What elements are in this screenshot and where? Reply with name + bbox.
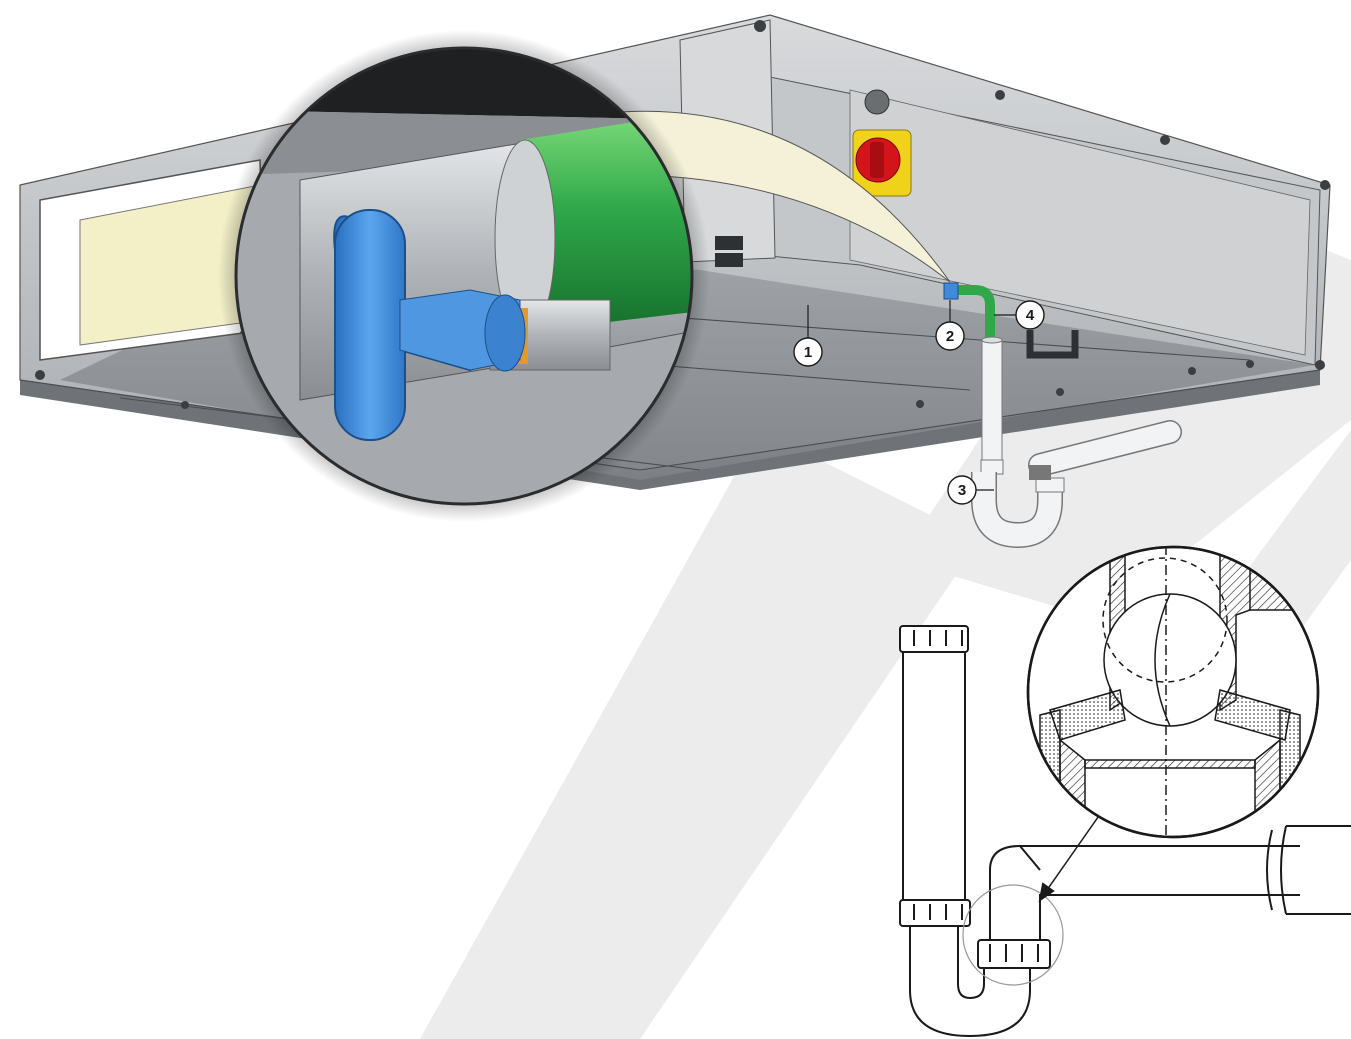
- callout-1: 1: [793, 305, 823, 367]
- drain-outlet-valve: [943, 282, 959, 300]
- callout-1-label: 1: [804, 344, 812, 361]
- check-ball: [1103, 593, 1237, 727]
- callout-2: 2: [935, 300, 965, 351]
- mounting-bracket: [1026, 330, 1079, 359]
- drain-assembly: [943, 282, 1182, 549]
- drain-valve-magnifier: [218, 30, 710, 522]
- trap-inlet-tube: [981, 339, 1003, 471]
- cable-gland: [864, 89, 890, 115]
- lower-nut: [899, 899, 971, 927]
- drain-hose: [950, 285, 995, 350]
- upper-nut: [899, 625, 969, 653]
- trap-line-drawing: [899, 625, 1351, 1038]
- callout-4-label: 4: [1026, 307, 1035, 324]
- callout-2-label: 2: [946, 328, 954, 345]
- callout-3-label: 3: [958, 482, 966, 499]
- callout-3: 3: [947, 475, 994, 505]
- magnified-green-hose: [513, 110, 692, 330]
- callout-4: 4: [994, 300, 1045, 330]
- magnifier-beam: [619, 110, 951, 283]
